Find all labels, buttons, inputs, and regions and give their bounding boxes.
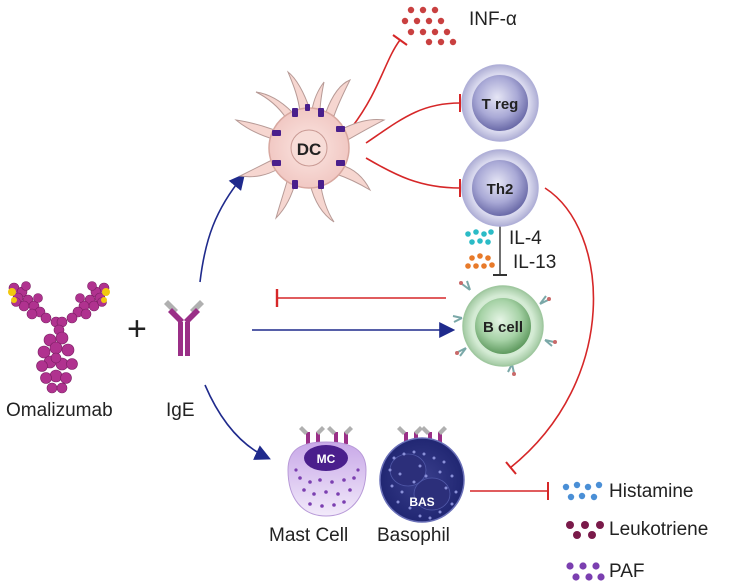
ige-icon: [164, 300, 204, 356]
il4-dots: [465, 229, 494, 245]
inf-alpha-dots: [401, 6, 457, 46]
paf-dots: [566, 562, 605, 581]
dc-label: DC: [297, 140, 322, 159]
paf-label: PAF: [609, 561, 645, 582]
omalizumab-label: Omalizumab: [6, 400, 113, 421]
il13-dots: [465, 253, 495, 269]
omalizumab-icon: [8, 281, 110, 394]
inhibit-dc-to-th2: [365, 157, 461, 189]
inhibit-th2-to-basophil: [509, 187, 595, 469]
arrow-ige-to-mastcell: [204, 384, 271, 460]
inhibit-dc-to-treg: [365, 102, 461, 144]
inhibit-dc-to-inf: [351, 39, 401, 128]
il4-label: IL-4: [509, 228, 542, 249]
bcell-cell: B cell: [452, 280, 557, 376]
il13-label: IL-13: [513, 252, 557, 273]
mc-label: MC: [317, 452, 336, 466]
mast-cell-label: Mast Cell: [269, 525, 349, 546]
mast-cell: MC: [287, 426, 367, 517]
leukotriene-label: Leukotriene: [609, 519, 709, 540]
treg-label: T reg: [482, 96, 519, 113]
th2-label: Th2: [487, 181, 514, 198]
dc-cell: DC: [234, 70, 386, 223]
inhibition-lines: [275, 34, 595, 500]
leukotriene-dots: [566, 521, 604, 539]
plus-sign: +: [127, 310, 147, 348]
arrow-ige-to-dc: [199, 173, 246, 283]
bcell-label: B cell: [483, 319, 523, 336]
ige-label: IgE: [166, 400, 195, 421]
histamine-dots: [562, 481, 603, 501]
bas-label: BAS: [409, 495, 434, 509]
histamine-label: Histamine: [609, 481, 694, 502]
basophil-cell: BAS: [379, 426, 465, 523]
treg-cell: T reg: [461, 64, 539, 142]
th2-cell: Th2: [461, 149, 539, 227]
activation-arrows: [199, 173, 456, 460]
inf-alpha-label: INF-α: [469, 9, 517, 30]
basophil-label: Basophil: [377, 525, 450, 546]
